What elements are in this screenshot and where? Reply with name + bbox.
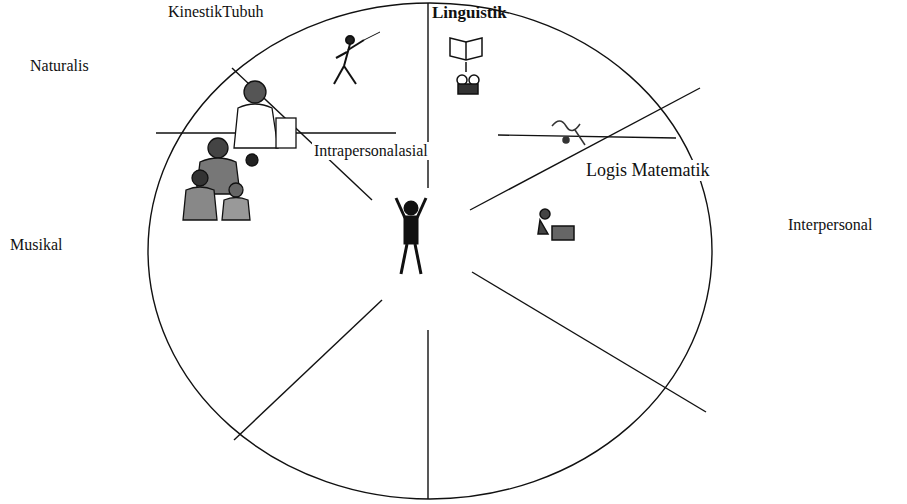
wheel-outline xyxy=(148,3,712,499)
spoke-line xyxy=(470,88,700,210)
intelligence-label: Naturalis xyxy=(30,57,89,75)
spoke-line xyxy=(234,300,382,440)
intelligence-label: Logis Matematik xyxy=(584,160,711,181)
interpersonal-icon xyxy=(538,209,574,240)
intelligence-label: Linguistik xyxy=(432,3,507,23)
spoke-line xyxy=(472,272,706,412)
spoke-line xyxy=(427,330,428,499)
person-figure xyxy=(396,198,426,274)
intelligence-label: Musikal xyxy=(10,236,62,254)
book-icon xyxy=(450,38,482,94)
intelligence-label: Intrapersonalasial xyxy=(312,142,430,160)
spoke-line xyxy=(232,68,372,200)
fencer-icon xyxy=(334,32,380,84)
math-icon xyxy=(552,121,585,145)
people-group-illustration xyxy=(183,81,296,220)
intelligence-label: KinestikTubuh xyxy=(168,3,263,21)
intelligence-label: Interpersonal xyxy=(788,216,872,234)
divider-line xyxy=(498,135,676,138)
